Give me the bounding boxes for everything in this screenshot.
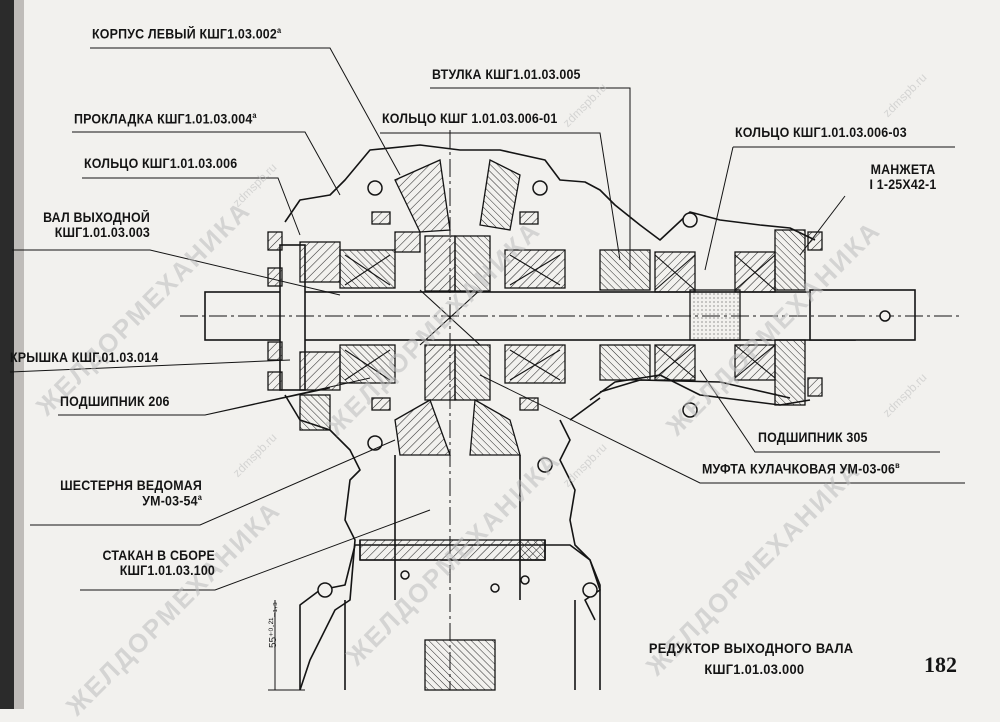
label-kryshka: КРЫШКА КШГ.01.03.014 (10, 350, 159, 365)
label-prokladka: ПРОКЛАДКА КШГ1.01.03.004а (74, 111, 257, 127)
label-kolco-03: КОЛЬЦО КШГ1.01.03.006-03 (735, 125, 907, 140)
label-vtulka: ВТУЛКА КШГ1.01.03.005 (432, 67, 581, 82)
dimension-label: 55⁺⁰·²¹₋₁,₃ (268, 602, 279, 648)
leader-stakan (80, 509, 431, 591)
page-number: 182 (924, 652, 957, 677)
drawing-code: КШГ1.01.03.000 (704, 661, 805, 677)
leader-podsh206 (58, 377, 371, 416)
label-kolco-01: КОЛЬЦО КШГ 1.01.03.006-01 (382, 111, 558, 126)
label-korpus: КОРПУС ЛЕВЫЙ КШГ1.03.002а (92, 26, 282, 42)
label-mufta: МУФТА КУЛАЧКОВАЯ УМ-03-06в (702, 461, 900, 477)
leader-kolco (82, 177, 301, 236)
label-kolco: КОЛЬЦО КШГ1.01.03.006 (84, 156, 238, 171)
leader-prokladka (72, 131, 341, 196)
leader-korpus (90, 47, 401, 176)
casing-bottom (299, 544, 601, 690)
leader-vtulka (430, 87, 631, 270)
drawing-title: РЕДУКТОР ВЫХОДНОГО ВАЛА (648, 640, 854, 656)
leader-manzheta (799, 195, 846, 256)
label-podsh-305: ПОДШИПНИК 305 (758, 430, 868, 445)
leader-val (12, 249, 341, 296)
leader-kolco01 (380, 132, 621, 261)
leader-podsh305 (699, 369, 940, 453)
housing-upper (284, 144, 816, 241)
binding-shadow (0, 0, 14, 709)
leader-kolco03 (704, 146, 955, 271)
leader-mufta (479, 374, 965, 484)
leader-kryshka (9, 359, 291, 373)
label-podsh-206: ПОДШИПНИК 206 (60, 394, 170, 409)
leader-shesternya (30, 439, 396, 526)
